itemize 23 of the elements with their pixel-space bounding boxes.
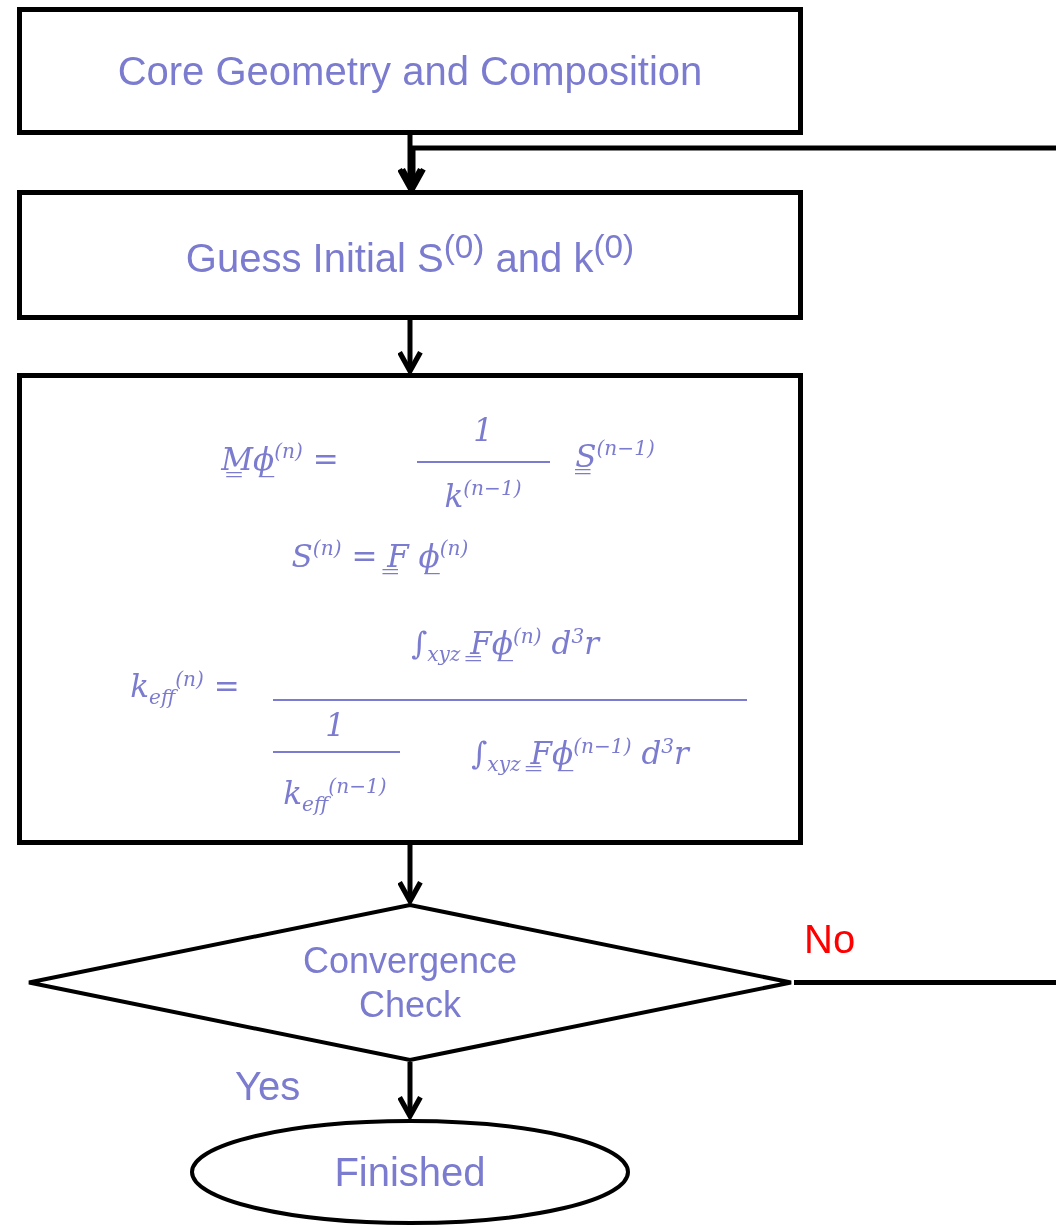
equation-box [17,373,803,845]
arrow [400,145,1056,985]
arrow [397,845,423,904]
equation-term: ∫$_{xyz}$ F̳ϕ̲$^{(n−1)}$ d$^{3}$r [471,733,689,777]
arrow [397,320,423,374]
node-label: Convergence Check [301,939,519,1026]
equation-term: M̳ϕ̲$^{(n)}$ = [221,439,339,477]
process-box [17,190,803,320]
process-box [17,7,803,135]
arrow [397,1062,423,1119]
equation-term: S$^{(n)}$ = F̳ ϕ̲$^{(n)}$ [291,536,469,574]
equation-term: k$_{eff}$$^{(n)}$ = [130,666,240,710]
arrow [397,135,423,191]
equation-term: ∫$_{xyz}$ F̳ϕ̲$^{(n)}$ d$^{3}$r [410,623,600,667]
equation-term: k$^{(n−1)}$ [444,476,522,514]
decision-diamond [26,903,794,1062]
node-label: Finished [334,1149,486,1195]
equation-term: 1 [473,412,493,448]
terminal-ellipse [189,1118,631,1226]
equation-term: S̳$^{(n−1)}$ [575,436,655,474]
node-label: Guess Initial S$^{(0)}$ and k$^{(0)}$ [185,228,635,282]
node-label: Core Geometry and Composition [117,48,703,94]
equation-term: 1 [325,707,345,743]
